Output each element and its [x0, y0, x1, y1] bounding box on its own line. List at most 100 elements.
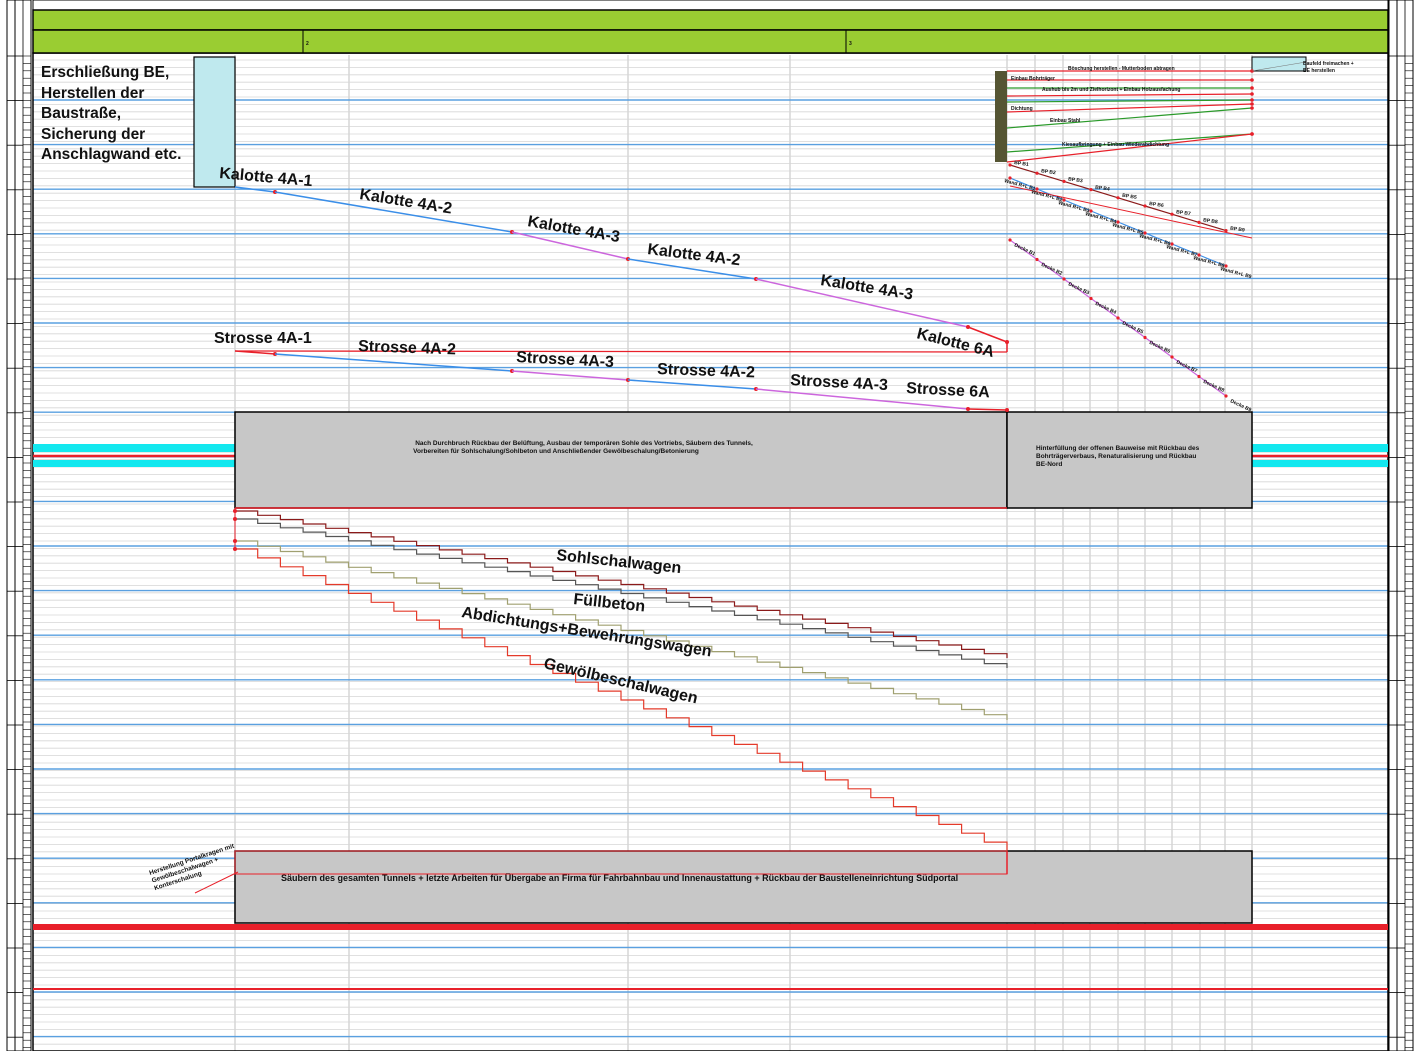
- strosse-labels: Strosse 4A-1 Strosse 4A-2 Strosse 4A-3 S…: [214, 330, 991, 401]
- strosse-milestone: [510, 369, 514, 373]
- strosse-label: Strosse 4A-2: [657, 361, 755, 381]
- strosse-segment: [511, 370, 629, 381]
- bp-label: BP B4: [1095, 185, 1111, 193]
- nord-task-line: [1006, 107, 1253, 129]
- bp-label: BP B6: [1149, 201, 1165, 209]
- strosse-segment: [755, 388, 969, 410]
- nord-task: Einbau Bohrträger: [1011, 76, 1055, 82]
- kalotte-segment: [967, 326, 1008, 343]
- wand-chain-point: [1035, 187, 1039, 191]
- header-mark-3: 3: [849, 41, 852, 47]
- nord-task-end: [1250, 102, 1254, 106]
- strosse-label: Strosse 6A: [906, 380, 991, 401]
- bp-chain-point: [1197, 220, 1201, 224]
- scale-frame: [6, 0, 32, 1051]
- nord-task-end: [1250, 78, 1254, 82]
- wand-chain-point: [1143, 231, 1147, 235]
- kalotte-segment: [234, 186, 276, 193]
- right-date-scale: [1388, 0, 1414, 1051]
- bp-chain-point: [1143, 204, 1147, 208]
- box2-line1: Hinterfüllung der offenen Bauweise mit R…: [1036, 445, 1200, 452]
- strosse-segment: [274, 353, 513, 372]
- nord-task: BE herstellen: [1303, 68, 1335, 74]
- wand-chain-point: [1197, 253, 1201, 257]
- strosse-label: Strosse 4A-2: [358, 338, 456, 358]
- bp-chain-point: [1089, 188, 1093, 192]
- nord-task-line: [1006, 103, 1253, 113]
- bp-label: BP B1: [1014, 160, 1030, 168]
- left-date-scale: [6, 0, 32, 1051]
- decke-chain-point: [1062, 277, 1066, 281]
- decke-chain-point: [1116, 316, 1120, 320]
- kalotte-segment: [627, 258, 757, 280]
- decke-chain-point: [1224, 394, 1228, 398]
- kalotte-lines: [234, 186, 1009, 352]
- gewoelbe-lines: [233, 508, 1008, 874]
- nord-leader: [1251, 61, 1307, 72]
- header-mark-2: 2: [306, 41, 309, 47]
- strosse-milestone: [1005, 408, 1009, 412]
- scale-frame: [1388, 0, 1414, 1051]
- wand-chain-point: [1008, 176, 1012, 180]
- kalotte-segment: [755, 278, 969, 328]
- kalotte-segment: [511, 231, 629, 260]
- decke-chain-point: [1035, 257, 1039, 262]
- bp-end-line: [1009, 185, 1253, 239]
- kalotte-segment: [274, 191, 513, 233]
- strosse-segment: [627, 379, 757, 390]
- nord-task: Baufeld freimachen +: [1303, 61, 1354, 67]
- red-bar-bottom: [33, 924, 1388, 930]
- sohlschalwagen-line: [235, 510, 1008, 658]
- be-sued-box: [193, 56, 236, 188]
- nord-task-line: [1006, 133, 1253, 153]
- nord-task-labels: Böschung herstellen - Mutterboden abtrag…: [1011, 61, 1354, 148]
- bp-label: BP B8: [1203, 217, 1219, 225]
- fuellbeton-line: [235, 518, 1008, 668]
- bp-chain-point: [1035, 171, 1039, 175]
- box2-line3: BE-Nord: [1036, 461, 1062, 468]
- strosse-lines: [234, 350, 1009, 412]
- gewoelbeschalwagen-line: [235, 548, 1008, 851]
- box3-text: Säubern des gesamten Tunnels + letzte Ar…: [281, 873, 958, 883]
- hinterfuellung-box: [1006, 411, 1253, 509]
- nord-task: Böschung herstellen - Mutterboden abtrag…: [1068, 66, 1175, 72]
- nord-task-end: [1250, 106, 1254, 110]
- bp-label: BP B7: [1176, 209, 1192, 217]
- decke-chain-point: [1170, 355, 1174, 359]
- nord-bauweise-lines: [1006, 61, 1307, 398]
- bp-chain-point: [1062, 179, 1066, 183]
- wand-chain-point: [1170, 242, 1174, 246]
- nord-task-line: [1006, 99, 1253, 103]
- box1-line1: Nach Durchbruch Rückbau der Belüftung, A…: [415, 440, 753, 447]
- decke-chain-point: [1089, 296, 1093, 301]
- bp-label: BP B5: [1122, 193, 1138, 201]
- rueckbau-belueftung-box: [234, 411, 1008, 509]
- decke-chain-point: [1008, 238, 1012, 242]
- box2-line2: Bohrträgerverbaus, Renaturalisierung und…: [1036, 453, 1196, 460]
- bp-label: BP B3: [1068, 176, 1084, 184]
- bohrtraeger-bar: [995, 71, 1007, 162]
- nord-task-end: [1250, 86, 1254, 90]
- header-bar: 2 3: [32, 0, 1389, 54]
- decke-chain-point: [1197, 374, 1201, 379]
- decke-chain-point: [1143, 335, 1147, 340]
- bp-chain-point: [1116, 196, 1120, 200]
- bp-chain-point: [1008, 163, 1012, 167]
- strosse-segment: [967, 408, 1008, 411]
- nord-task-end: [1250, 92, 1254, 96]
- bp-chain-point: [1224, 229, 1228, 233]
- strosse-segment: [234, 350, 276, 355]
- nord-task: Einbau Stahl: [1050, 118, 1081, 124]
- strosse-label: Strosse 4A-3: [790, 372, 889, 394]
- nord-task-end: [1250, 132, 1254, 136]
- nord-task-end: [1250, 98, 1254, 102]
- abdichtung-line: [235, 540, 1008, 720]
- saeubern-tunnel-box: [234, 850, 1253, 924]
- bp-label: BP B2: [1041, 168, 1057, 176]
- nord-task: Dichtung: [1011, 106, 1033, 112]
- strosse-red-line: [234, 350, 1008, 353]
- nord-task-line: [1006, 93, 1253, 97]
- wand-chain-point: [1116, 220, 1120, 224]
- be-nord-box: [1251, 56, 1307, 72]
